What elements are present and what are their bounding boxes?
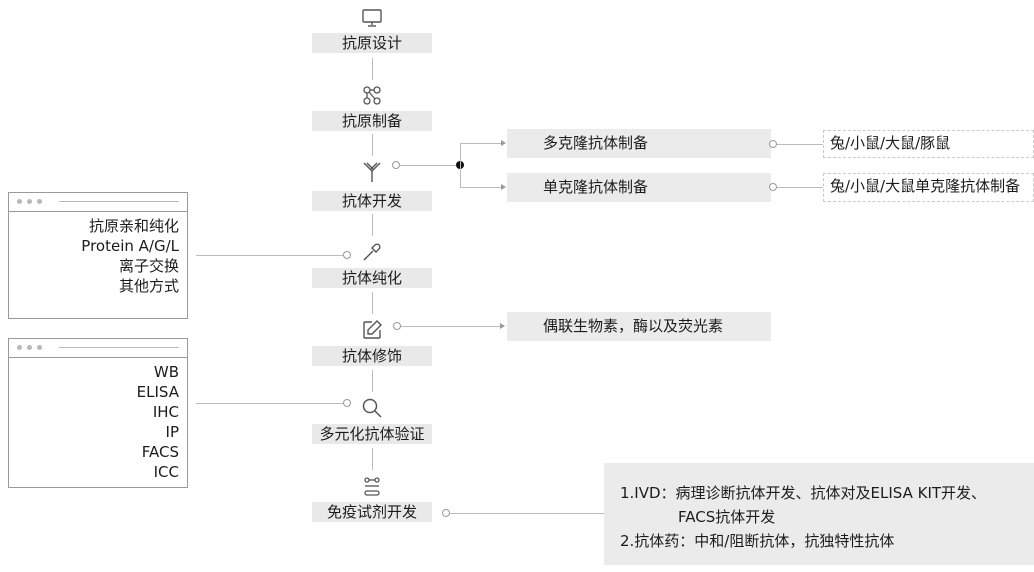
- reagent-dev-line1: 1.IVD：病理诊断抗体开发、抗体对及ELISA KIT开发、: [620, 484, 987, 502]
- validation-method: WB: [153, 363, 179, 381]
- polyclonal-species-box: 兔/小鼠/大鼠/豚鼠: [823, 130, 1034, 158]
- step-antibody-development: 抗体开发: [312, 191, 432, 211]
- arrow-modification: [500, 323, 505, 329]
- purification-methods-window: 抗原亲和纯化 Protein A/G/L 离子交换 其他方式: [8, 192, 188, 319]
- modification-node: [393, 322, 401, 330]
- window-titlebar: [9, 193, 187, 212]
- reagent-dev-line3: 2.抗体药：中和/阻断抗体，抗独特性抗体: [620, 532, 895, 550]
- reagent-dev-line2: FACS抗体开发: [678, 508, 776, 526]
- monoclonal-species-line: [777, 187, 823, 188]
- polyclonal-node: [769, 140, 777, 148]
- branch-vertical-line: [460, 143, 461, 187]
- purification-method: Protein A/G/L: [81, 237, 179, 255]
- window-dot: [37, 345, 42, 350]
- step-antibody-validation: 多元化抗体验证: [312, 424, 432, 444]
- step-antibody-purification: 抗体纯化: [312, 268, 432, 288]
- validation-method: FACS: [141, 443, 179, 461]
- modification-label: 偶联生物素，酶以及荧光素: [543, 317, 724, 335]
- validation-methods-list: WB ELISA IHC IP FACS ICC: [9, 358, 187, 482]
- pipette-icon: [360, 240, 384, 264]
- branch-to-monoclonal-line: [460, 187, 502, 188]
- window-dot: [27, 199, 32, 204]
- monoclonal-species: 兔/小鼠/大鼠单克隆抗体制备: [830, 177, 1021, 195]
- step-antibody-modification: 抗体修饰: [312, 346, 432, 366]
- connector-2-3: [372, 134, 373, 156]
- antibody-branch-line: [400, 165, 460, 166]
- molecule-icon: [360, 84, 384, 108]
- monoclonal-box: 单克隆抗体制备: [507, 173, 771, 202]
- step-antigen-preparation: 抗原制备: [312, 111, 432, 131]
- antibody-icon: [360, 160, 384, 184]
- window-titlebar: [9, 339, 187, 358]
- window-dot: [37, 199, 42, 204]
- validation-method: ELISA: [136, 383, 179, 401]
- connector-1-2: [372, 58, 373, 80]
- monitor-icon: [360, 6, 384, 30]
- search-icon: [360, 396, 384, 420]
- validation-method: ICC: [153, 463, 179, 481]
- window-dot: [17, 199, 22, 204]
- validation-methods-window: WB ELISA IHC IP FACS ICC: [8, 338, 188, 488]
- step-antigen-design: 抗原设计: [312, 33, 432, 53]
- monoclonal-species-box: 兔/小鼠/大鼠单克隆抗体制备: [823, 173, 1034, 202]
- antibody-branch-node: [392, 161, 400, 169]
- polyclonal-species-line: [777, 144, 823, 145]
- reagent-icon: [360, 474, 384, 498]
- monoclonal-node: [769, 183, 777, 191]
- connector-3-4: [372, 214, 373, 236]
- step-immunoreagent-development: 免疫试剂开发: [312, 502, 432, 522]
- purification-method: 抗原亲和纯化: [88, 217, 179, 235]
- window-dot: [17, 345, 22, 350]
- polyclonal-label: 多克隆抗体制备: [543, 134, 649, 152]
- branch-to-polyclonal-line: [460, 143, 502, 144]
- edit-icon: [360, 318, 384, 342]
- connector-4-5: [372, 292, 373, 314]
- purification-method: 离子交换: [118, 257, 179, 275]
- validation-method: IP: [165, 423, 179, 441]
- arrow-monoclonal: [501, 184, 506, 190]
- arrow-polyclonal: [501, 140, 506, 146]
- connector-5-6: [372, 370, 373, 392]
- purification-methods-list: 抗原亲和纯化 Protein A/G/L 离子交换 其他方式: [9, 212, 187, 296]
- modification-line: [401, 326, 501, 327]
- reagent-line: [450, 513, 604, 514]
- validation-node: [343, 399, 351, 407]
- polyclonal-species: 兔/小鼠/大鼠/豚鼠: [830, 134, 951, 152]
- connector-6-7: [372, 448, 373, 470]
- reagent-node: [442, 509, 450, 517]
- monoclonal-label: 单克隆抗体制备: [543, 178, 649, 196]
- purification-line: [196, 255, 343, 256]
- window-title-bar-line: [59, 201, 179, 202]
- validation-line: [196, 403, 343, 404]
- purification-node: [343, 251, 351, 259]
- validation-method: IHC: [152, 403, 179, 421]
- modification-box: 偶联生物素，酶以及荧光素: [507, 312, 771, 341]
- window-title-bar-line: [59, 347, 179, 348]
- purification-method: 其他方式: [118, 277, 179, 295]
- reagent-dev-box: 1.IVD：病理诊断抗体开发、抗体对及ELISA KIT开发、 FACS抗体开发…: [604, 463, 1034, 565]
- window-dot: [27, 345, 32, 350]
- polyclonal-box: 多克隆抗体制备: [507, 129, 771, 158]
